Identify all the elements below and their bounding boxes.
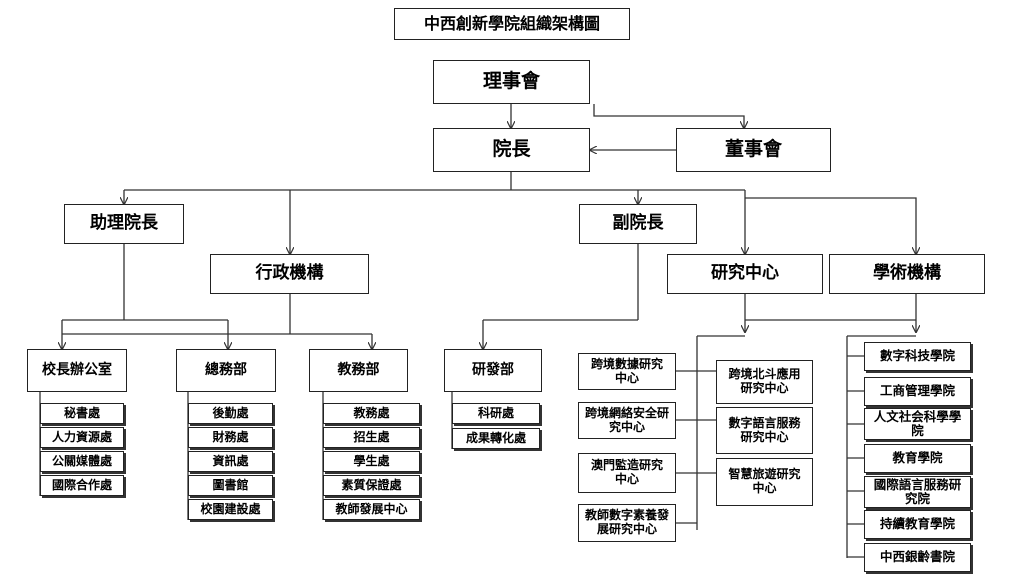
president-box: 院長 [433,128,590,172]
research-centre-box: 數字語言服務研究中心 [716,407,813,454]
subunit-box: 教師發展中心 [323,499,420,520]
subunit-box: 成果轉化處 [452,428,540,449]
research-development-box: 研發部 [444,349,542,392]
general-affairs-box: 總務部 [176,349,276,392]
assistant-president-box: 助理院長 [64,204,184,244]
subunit-box: 國際合作處 [40,475,124,496]
subunit-box: 後勤處 [188,403,273,424]
subunit-box: 資訊處 [188,451,273,472]
subunit-box: 素質保證處 [323,475,420,496]
subunit-box: 公關媒體處 [40,451,124,472]
research-centres-box: 研究中心 [667,254,823,294]
research-centre-box: 澳門監造研究中心 [578,453,676,493]
research-centre-box: 教師數字素養發展研究中心 [578,504,676,542]
subunit-box: 科研處 [452,403,540,424]
subunit-box: 圖書館 [188,475,273,496]
board-of-governors-box: 理事會 [433,60,590,104]
subunit-box: 秘書處 [40,403,124,424]
subunit-box: 學生處 [323,451,420,472]
academic-unit-box: 持續教育學院 [864,510,971,539]
board-of-directors-box: 董事會 [676,128,831,172]
subunit-box: 校園建設處 [188,499,273,520]
research-centre-box: 跨境網絡安全研究中心 [578,402,676,439]
academic-unit-box: 國際語言服務研究院 [864,476,971,508]
academic-unit-box: 教育學院 [864,444,971,473]
academic-unit-box: 工商管理學院 [864,377,971,406]
academic-affairs-box: 教務部 [309,349,408,392]
academic-unit-box: 人文社会科學學院 [864,408,971,440]
academic-unit-box: 中西銀齡書院 [864,543,971,572]
subunit-box: 招生處 [323,427,420,448]
subunit-box: 人力資源處 [40,427,124,448]
academic-unit-box: 數字科技學院 [864,342,971,371]
research-centre-box: 跨境北斗應用研究中心 [716,360,813,404]
administration-box: 行政機構 [210,254,369,294]
subunit-box: 財務處 [188,427,273,448]
research-centre-box: 跨境數據研究中心 [578,353,676,390]
research-centre-box: 智慧旅遊研究中心 [716,458,813,506]
chart-title: 中西創新學院組織架構圖 [394,8,630,40]
principal-office-box: 校長辦公室 [27,349,127,392]
academic-units-box: 學術機構 [829,254,985,294]
subunit-box: 教務處 [323,403,420,424]
vice-president-box: 副院長 [579,204,697,244]
